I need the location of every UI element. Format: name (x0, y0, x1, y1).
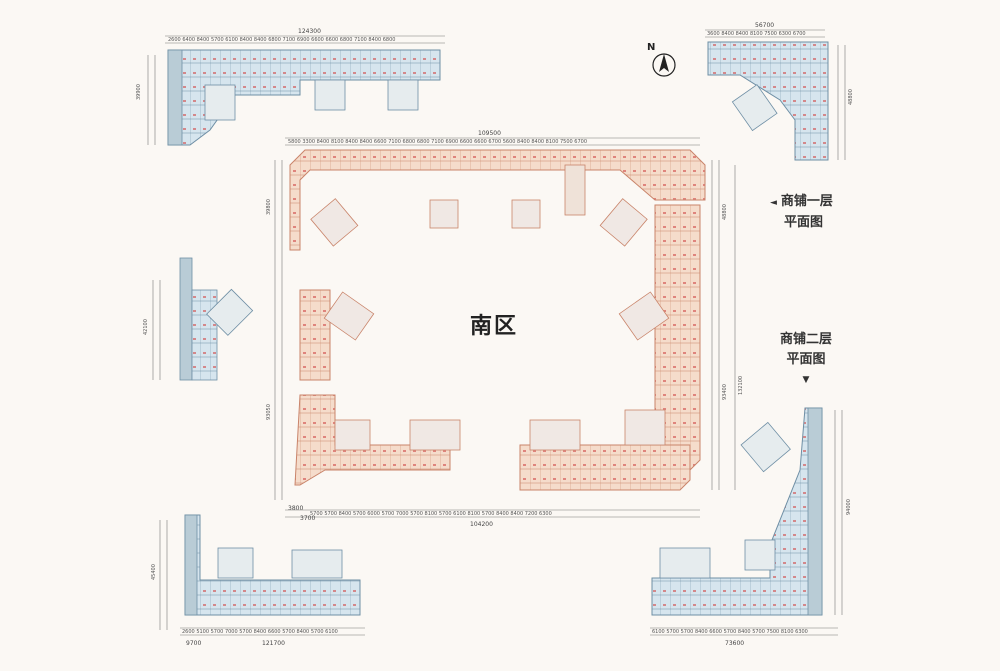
legend-floor2-line1: 商铺二层 (780, 332, 833, 347)
svg-text:39900: 39900 (136, 84, 142, 100)
floor2-block-bottom-left: 45400 2600 5100 5700 7000 5700 8400 6600… (151, 514, 365, 647)
svg-text:42100: 42100 (143, 319, 149, 335)
floor1-south-ring: 109500 5800 3300 8400 8100 8400 8400 660… (266, 130, 728, 528)
svg-text:93050: 93050 (266, 404, 272, 420)
svg-text:5700 5700 8400 5700 6000 5700: 5700 5700 8400 5700 6000 5700 7000 5700 … (310, 511, 552, 517)
svg-text:94000: 94000 (846, 499, 852, 515)
down-arrow-icon: ▼ (802, 375, 810, 385)
svg-text:121700: 121700 (262, 640, 285, 647)
svg-text:2600 6400 8400 5700 6100 8400: 2600 6400 8400 5700 6100 8400 8400 6800 … (168, 37, 395, 43)
svg-text:9700: 9700 (186, 640, 201, 647)
svg-text:73600: 73600 (725, 640, 744, 647)
legend-floor1: ◄商铺一层 平面图 (770, 192, 833, 233)
svg-text:109500: 109500 (478, 130, 501, 137)
svg-text:48800: 48800 (848, 89, 854, 105)
svg-text:3700: 3700 (300, 515, 315, 522)
dim-top-left-total: 124300 (298, 28, 321, 35)
svg-text:3800: 3800 (288, 505, 303, 512)
svg-text:2600 5100 5700 7000 5700 8400: 2600 5100 5700 7000 5700 8400 6600 5700 … (182, 629, 338, 635)
floor2-block-top-left: 124300 2600 6400 8400 5700 6100 8400 840… (136, 28, 445, 146)
svg-text:6100 5700 5700 8400 6600 5700: 6100 5700 5700 8400 6600 5700 8400 5700 … (652, 629, 808, 635)
svg-text:93400: 93400 (722, 384, 728, 400)
floor2-block-top-right: 56700 3600 8400 8400 8100 7500 6300 6700… (705, 22, 854, 161)
svg-text:39800: 39800 (266, 199, 272, 215)
legend-floor2: 商铺二层 平面图 ▼ (780, 330, 832, 390)
svg-text:132100: 132100 (738, 376, 744, 395)
svg-text:56700: 56700 (755, 22, 774, 29)
legend-floor1-line2: 平面图 (784, 215, 824, 230)
svg-text:104200: 104200 (470, 521, 493, 528)
compass-icon: N (647, 42, 676, 77)
svg-text:3600 8400 8400 8100 7500 6300: 3600 8400 8400 8100 7500 6300 6700 (707, 31, 806, 37)
center-label: 南区 (470, 314, 519, 339)
legend-floor1-line1: 商铺一层 (780, 194, 833, 209)
svg-text:N: N (647, 42, 655, 53)
svg-text:48800: 48800 (722, 204, 728, 220)
svg-text:5800 3300 8400 8100 8400 8400: 5800 3300 8400 8100 8400 8400 6600 7100 … (288, 139, 587, 145)
legend-floor2-line2: 平面图 (786, 352, 826, 367)
floor2-block-bottom-right: 6100 5700 5700 8400 6600 5700 8400 5700 … (650, 407, 852, 647)
svg-text:45400: 45400 (151, 564, 157, 580)
floor2-block-left: 42100 (143, 257, 254, 381)
left-arrow-icon: ◄ (770, 198, 777, 208)
